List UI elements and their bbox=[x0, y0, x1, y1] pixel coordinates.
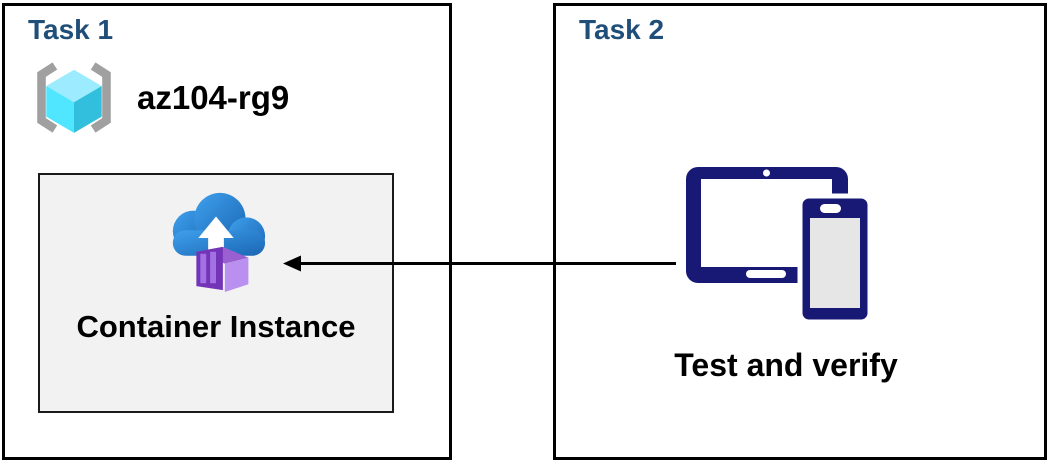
cube-icon bbox=[46, 69, 102, 133]
upload-arrow-icon bbox=[197, 216, 234, 254]
resource-group-name: az104-rg9 bbox=[137, 78, 290, 116]
container-instance-icon bbox=[172, 192, 265, 293]
container-cube-icon bbox=[195, 246, 248, 293]
task2-box: Task 2 Test and verify bbox=[553, 3, 1047, 460]
phone-speaker-icon bbox=[820, 204, 841, 213]
tablet-home-button-icon bbox=[746, 270, 786, 278]
resource-group: az104-rg9 bbox=[31, 60, 289, 135]
task2-title: Task 2 bbox=[579, 14, 665, 45]
phone-screen bbox=[810, 218, 860, 308]
phone-icon bbox=[797, 193, 869, 324]
tablet-camera-icon bbox=[763, 169, 770, 177]
devices-icon bbox=[686, 167, 869, 324]
left-bracket-icon bbox=[37, 62, 58, 133]
container-instance-box: Container Instance bbox=[38, 173, 394, 413]
task1-title: Task 1 bbox=[28, 14, 114, 45]
right-bracket-icon bbox=[90, 62, 111, 133]
container-instance-label: Container Instance bbox=[76, 309, 356, 344]
resource-group-icon bbox=[37, 62, 111, 133]
test-verify-label: Test and verify bbox=[674, 347, 898, 383]
task1-box: Task 1 az104-rg9 bbox=[2, 3, 452, 460]
